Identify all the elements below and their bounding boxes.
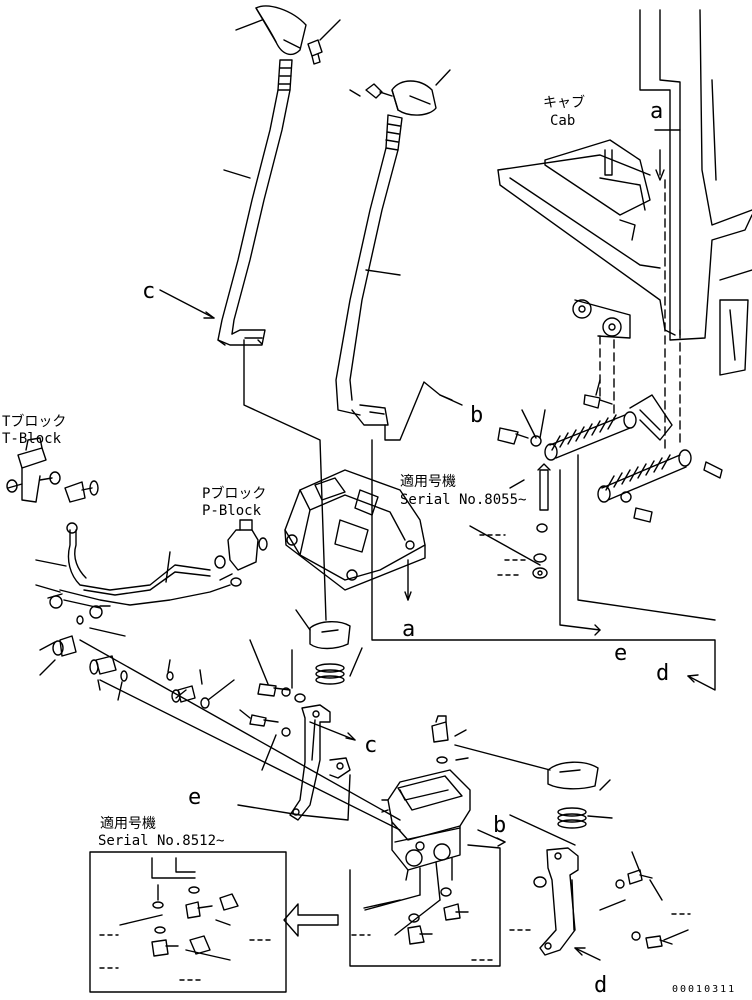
callout-c-upper: c — [142, 279, 155, 304]
dash-marks — [99, 534, 691, 981]
callout-b-upper: b — [470, 403, 483, 428]
serial-no-8055: Serial No.8055~ — [400, 492, 526, 508]
lever-right — [335, 69, 451, 426]
pblock-label-en: P-Block — [202, 503, 262, 519]
callout-b-lower: b — [493, 813, 506, 838]
callout-a-top: a — [650, 99, 663, 124]
cab-label-en: Cab — [550, 113, 575, 129]
callout-e-right: e — [614, 641, 627, 666]
tblock-label-en: T-Block — [2, 431, 62, 447]
ppc-valve — [364, 769, 471, 936]
inset-box — [89, 851, 339, 993]
springs — [497, 379, 723, 579]
cab-label-jp: キャブ — [543, 94, 585, 111]
serial-label-jp-upper: 適用号機 — [400, 473, 456, 490]
lever-left — [217, 5, 341, 346]
hose-assembly — [6, 437, 401, 831]
console-cover — [284, 469, 426, 591]
cab — [497, 9, 752, 451]
callout-c-lower: c — [364, 733, 377, 758]
tblock-label-jp: Tブロック — [2, 413, 66, 430]
callout-a-mid: a — [402, 617, 415, 642]
flow-lines — [159, 289, 716, 967]
serial-no-8512: Serial No.8512~ — [98, 833, 224, 849]
callout-d-right: d — [656, 661, 669, 686]
valve-fittings — [363, 887, 469, 945]
drawing-code: 00010311 — [672, 984, 736, 995]
callout-d-bottom: d — [594, 973, 607, 998]
bolts-center — [239, 639, 689, 949]
boots — [295, 609, 613, 829]
pblock-label-jp: Pブロック — [202, 485, 266, 502]
callout-e-left: e — [188, 785, 201, 810]
serial-label-jp-inset: 適用号機 — [100, 815, 156, 832]
brackets — [289, 704, 579, 956]
